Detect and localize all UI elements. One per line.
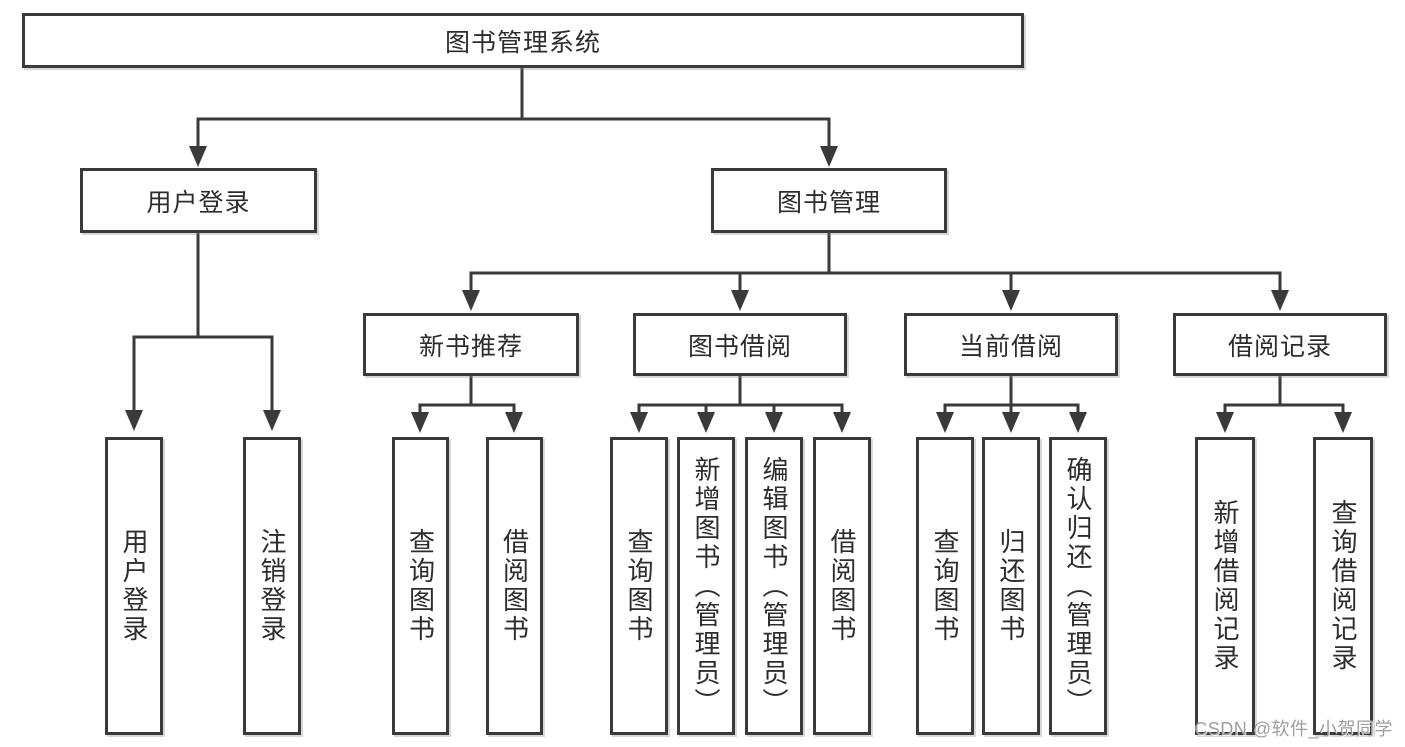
- connector-bookmgmt-to-level3: [469, 230, 1282, 296]
- leaf-borrow-books-newbook-label: 借阅图书: [499, 528, 530, 644]
- leaf-add-borrow-record-label: 新增借阅记录: [1210, 499, 1240, 673]
- leaf-query-borrow-record-label: 查询借阅记录: [1328, 499, 1358, 673]
- leaf-add-borrow-record: 新增借阅记录: [1195, 437, 1255, 735]
- leaf-return-books: 归还图书: [982, 437, 1040, 735]
- leaf-confirm-return-admin-label: 确认归还（管理员）: [1063, 455, 1093, 717]
- watermark-text: CSDN @软件_小贺同学: [1194, 719, 1393, 739]
- leaf-query-books-current: 查询图书: [916, 437, 974, 735]
- node-book-borrow: 图书借阅: [633, 313, 847, 376]
- connector-records-to-leaves: [1223, 374, 1345, 419]
- leaf-user-login-label: 用户登录: [119, 528, 149, 644]
- leaf-return-books-label: 归还图书: [996, 528, 1026, 644]
- node-borrow-records: 借阅记录: [1173, 313, 1387, 376]
- leaf-logout-label: 注销登录: [257, 528, 287, 644]
- node-book-management: 图书管理: [711, 168, 947, 233]
- leaf-confirm-return-admin: 确认归还（管理员）: [1049, 437, 1107, 735]
- node-library-management-system: 图书管理系统: [22, 13, 1024, 68]
- connector-root-to-level2: [196, 65, 831, 152]
- leaf-query-books-borrow-label: 查询图书: [624, 528, 654, 644]
- connector-newbook-to-leaves: [418, 374, 516, 419]
- leaf-borrow-books-newbook: 借阅图书: [486, 437, 543, 735]
- connector-borrow-to-leaves: [637, 374, 844, 419]
- leaf-add-book-admin-label: 新增图书（管理员）: [691, 455, 721, 717]
- node-current-borrow: 当前借阅: [904, 313, 1118, 376]
- leaf-query-books-current-label: 查询图书: [930, 528, 960, 644]
- leaf-query-books-borrow: 查询图书: [610, 437, 668, 735]
- leaf-query-books-newbook: 查询图书: [392, 437, 449, 735]
- leaf-edit-book-admin-label: 编辑图书（管理员）: [759, 455, 789, 717]
- leaf-query-borrow-record: 查询借阅记录: [1313, 437, 1373, 735]
- leaf-query-books-newbook-label: 查询图书: [405, 528, 436, 644]
- leaf-borrow-books-borrow: 借阅图书: [813, 437, 871, 735]
- node-user-login: 用户登录: [80, 168, 317, 233]
- connector-userlogin-to-leaves: [132, 230, 274, 416]
- leaf-user-login: 用户登录: [105, 437, 163, 735]
- leaf-add-book-admin: 新增图书（管理员）: [677, 437, 735, 735]
- leaf-edit-book-admin: 编辑图书（管理员）: [745, 437, 803, 735]
- connector-current-to-leaves: [943, 374, 1080, 419]
- leaf-logout: 注销登录: [243, 437, 301, 735]
- node-new-book-recommend: 新书推荐: [363, 313, 579, 376]
- leaf-borrow-books-borrow-label: 借阅图书: [827, 528, 857, 644]
